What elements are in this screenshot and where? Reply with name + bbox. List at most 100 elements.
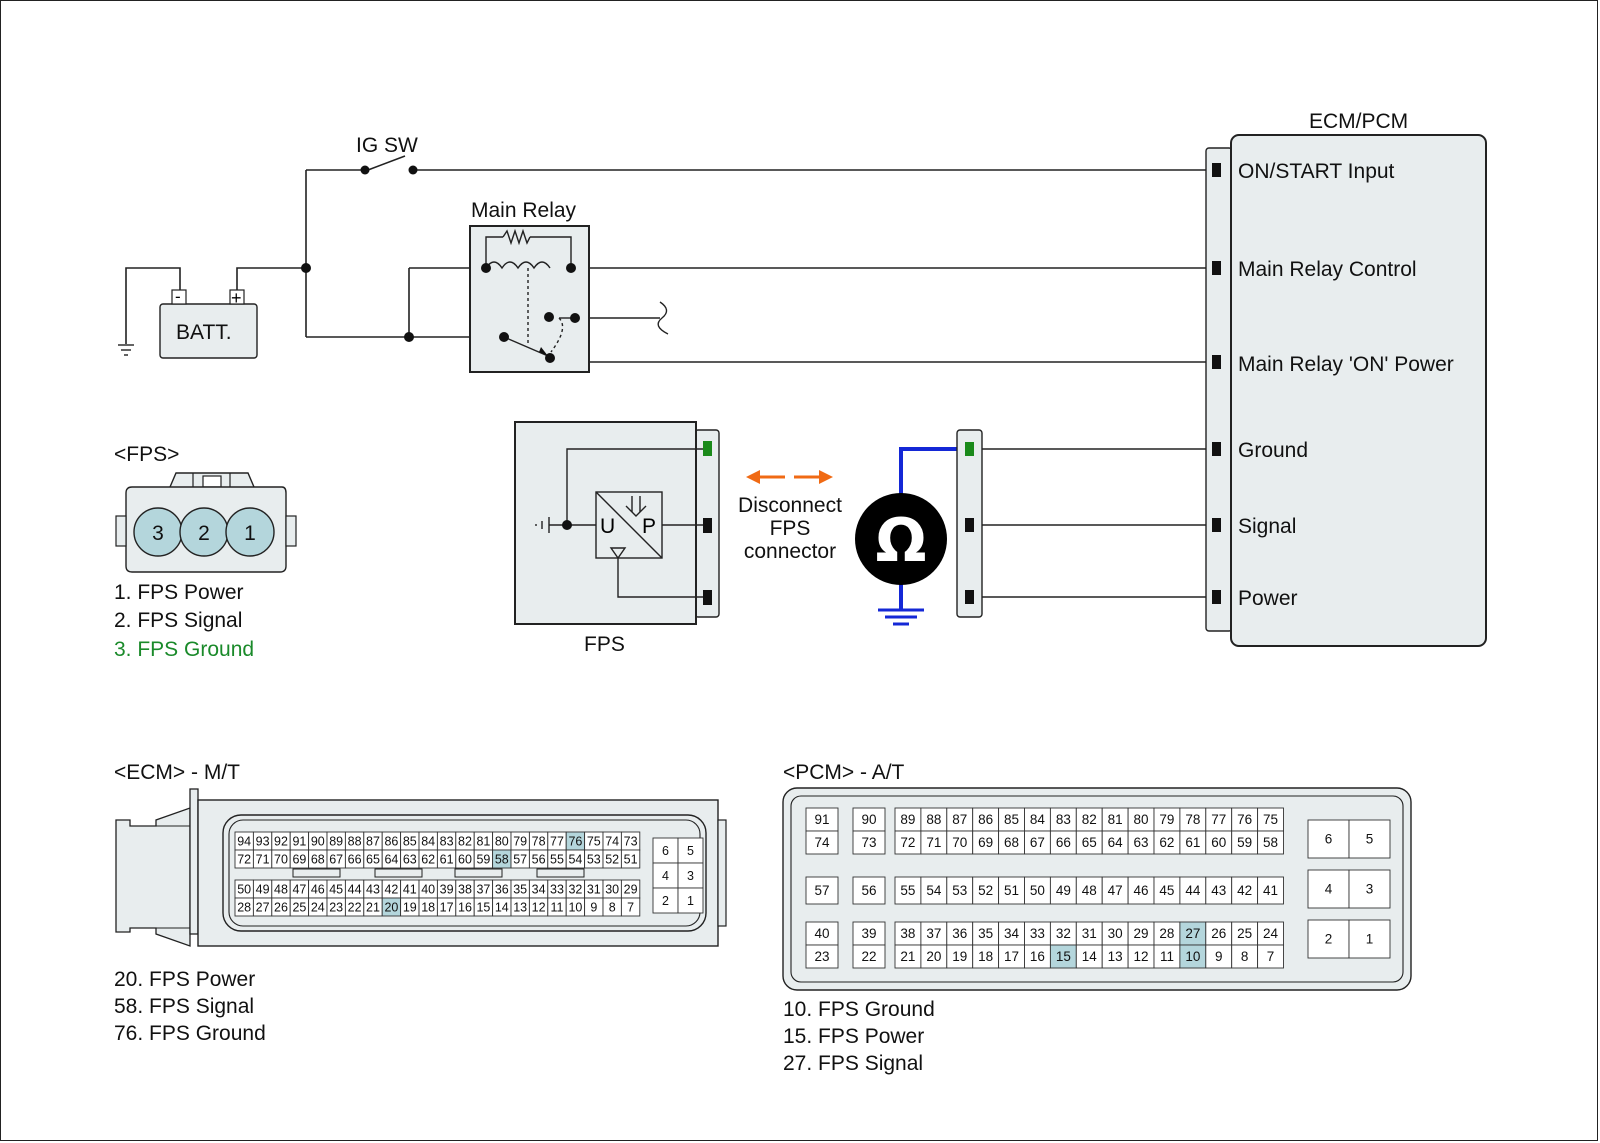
ecm-pin-41: 41	[403, 883, 417, 897]
pcm-pin-3-cell	[1348, 869, 1391, 909]
pcm-connector-title: <PCM> - A/T	[783, 761, 905, 784]
ecm-pin-8: 8	[609, 901, 616, 915]
disconnect-text-2: FPS	[770, 517, 811, 540]
ecm-pin-11: 11	[551, 901, 564, 915]
pcm-pin-41: 41	[1263, 883, 1278, 898]
terminal-main-relay-control: Main Relay Control	[1238, 258, 1417, 281]
pcm-pin-23: 23	[814, 949, 829, 964]
ecm-pin-1-cell	[677, 887, 704, 914]
pcm-pin-57: 57	[814, 883, 829, 898]
ecm-pin-88: 88	[348, 835, 362, 849]
ecm-pin-16: 16	[458, 901, 472, 915]
pcm-pin-43-cell	[1205, 876, 1233, 905]
pcm-pin-69: 69	[978, 835, 993, 850]
disconnect-text-3: connector	[744, 540, 836, 563]
ground-icon	[118, 344, 134, 356]
disconnect-arrows-icon	[746, 470, 833, 484]
pcm-pin-73-cell	[852, 830, 886, 855]
pcm-pin-42-cell	[1231, 876, 1259, 905]
pcm-pin-22: 22	[861, 949, 876, 964]
pcm-pin-32: 32	[1056, 926, 1071, 941]
ecm-pin-7-cell	[620, 897, 641, 917]
fps-pin-2: 2	[198, 522, 210, 545]
ecm-pin-33: 33	[550, 883, 564, 897]
ecm-pin-52: 52	[605, 853, 619, 867]
pcm-pin-34: 34	[1004, 926, 1020, 941]
pcm-pin-67: 67	[1030, 835, 1045, 850]
ecm-pin-30: 30	[605, 883, 619, 897]
pcm-pin-35: 35	[978, 926, 993, 941]
pcm-pin-48: 48	[1082, 883, 1097, 898]
pcm-pin-52: 52	[978, 883, 993, 898]
pcm-pin-50: 50	[1030, 883, 1045, 898]
ecm-pin-42: 42	[384, 883, 398, 897]
pcm-pin-6-cell	[1307, 819, 1350, 859]
pcm-pin-45-cell	[1153, 876, 1181, 905]
ecm-pin-44: 44	[348, 883, 362, 897]
ecm-pin-58: 58	[495, 853, 509, 867]
ecm-pin-10: 10	[568, 901, 582, 915]
fps-pin-1: 1	[244, 522, 256, 545]
pcm-pin-74: 74	[814, 835, 830, 850]
ecm-pin-71: 71	[256, 853, 270, 867]
ecm-pin-12: 12	[532, 901, 546, 915]
harness-connector	[956, 429, 983, 618]
main-relay: Main Relay	[469, 199, 590, 373]
ecm-pin-68: 68	[311, 853, 325, 867]
pcm-pin-59: 59	[1237, 835, 1252, 850]
pcm-pin-16: 16	[1030, 949, 1045, 964]
wire-break-icon	[657, 301, 669, 335]
ecm-pin-69: 69	[292, 853, 306, 867]
pcm-pin-51: 51	[1004, 883, 1019, 898]
ecm-pin-75: 75	[587, 835, 601, 849]
ecm-pin-56: 56	[532, 853, 546, 867]
ecm-pin-91: 91	[292, 835, 306, 849]
pcm-pin-48-cell	[1075, 876, 1103, 905]
pcm-pin-50-cell	[1024, 876, 1051, 905]
ecm-pin-92: 92	[274, 835, 288, 849]
ecm-pin-48: 48	[274, 883, 288, 897]
ecm-pin-76: 76	[568, 835, 582, 849]
ecm-pin-15: 15	[476, 901, 490, 915]
pcm-pin-7-cell	[1257, 944, 1284, 969]
ecm-pin-31: 31	[587, 883, 601, 897]
ecm-pin-24: 24	[311, 901, 325, 915]
ecm-pin-65: 65	[366, 853, 380, 867]
ecm-pin-23: 23	[329, 901, 343, 915]
pcm-pin-49: 49	[1056, 883, 1071, 898]
pcm-pin-10: 10	[1185, 949, 1200, 964]
pcm-pin-76: 76	[1237, 812, 1252, 827]
pcm-pin-82: 82	[1082, 812, 1097, 827]
ecm-pin-20: 20	[384, 901, 398, 915]
pcm-pin-80: 80	[1134, 812, 1149, 827]
ecm-pin-62: 62	[421, 853, 435, 867]
disconnect-text-1: Disconnect	[738, 494, 842, 517]
ecm-pin-46: 46	[311, 883, 325, 897]
pcm-pin-47: 47	[1108, 883, 1123, 898]
ecm-pin-45: 45	[329, 883, 343, 897]
ecm-pin-28: 28	[237, 901, 251, 915]
pcm-pin-24: 24	[1263, 926, 1279, 941]
ecm-pin-81: 81	[476, 835, 490, 849]
ecm-pin-66: 66	[348, 853, 362, 867]
pcm-pin-36: 36	[952, 926, 967, 941]
pcm-pin-33: 33	[1030, 926, 1045, 941]
ecm-pin-50: 50	[237, 883, 251, 897]
pcm-pin-79: 79	[1159, 812, 1174, 827]
pcm-pin-58: 58	[1263, 835, 1278, 850]
pcm-pin-70: 70	[952, 835, 967, 850]
pcm-pin-41-cell	[1257, 876, 1284, 905]
pcm-pin-54-cell	[920, 876, 948, 905]
pcm-pin-49-cell	[1049, 876, 1077, 905]
ecm-pin-21: 21	[366, 901, 380, 915]
pcm-pin-86: 86	[978, 812, 993, 827]
pcm-pin-87: 87	[952, 812, 967, 827]
ecm-pin-22: 22	[348, 901, 362, 915]
ecm-pin-85: 85	[403, 835, 417, 849]
ecm-pin-51: 51	[624, 853, 638, 867]
pcm-pin-7: 7	[1267, 949, 1275, 964]
